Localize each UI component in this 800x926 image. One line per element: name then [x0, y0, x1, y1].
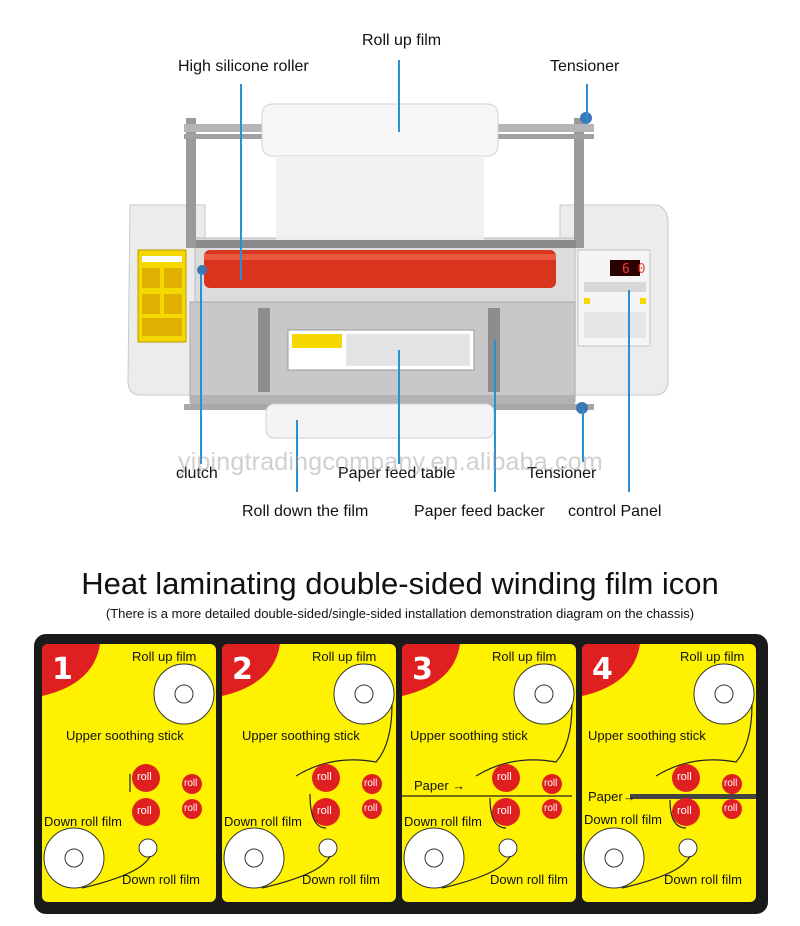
panel-roll-label: roll — [317, 771, 332, 783]
control-panel-display: 6 0 — [622, 262, 646, 277]
panel-down-roll-left: Down roll film — [224, 814, 303, 829]
winding-panel-3: 3 Roll up film Upper soothing stick Pape… — [402, 644, 576, 902]
panel-down-roll-bottom: Down roll film — [664, 872, 743, 887]
label-roll-down-film: Roll down the film — [242, 503, 369, 520]
panel-down-roll-bottom: Down roll film — [302, 872, 381, 887]
lead-clutch — [200, 272, 202, 464]
lead-control-panel — [628, 290, 630, 492]
panel-roll-label: roll — [137, 771, 152, 783]
panel-stick-label: Upper soothing stick — [410, 728, 528, 743]
panel-stick-label: Upper soothing stick — [66, 728, 184, 743]
panel-down-roll-left: Down roll film — [584, 812, 663, 827]
panel-paper-label: Paper → — [414, 778, 466, 793]
winding-panel-4: 4 Roll up film Upper soothing stick Pape… — [582, 644, 756, 902]
panel-roll-label: roll — [364, 778, 378, 789]
label-paper-feed-backer: Paper feed backer — [414, 503, 545, 520]
panel-1-diagram — [42, 644, 215, 889]
page-headline: Heat laminating double-sided winding fil… — [81, 566, 719, 601]
panel-roll-up-label: Roll up film — [680, 649, 745, 664]
lead-roll-up — [398, 60, 400, 132]
label-roll-up-film: Roll up film — [362, 32, 442, 49]
panel-2-diagram — [222, 644, 395, 889]
winding-panel-1: 1 Roll up film Upper soothing stick roll… — [42, 644, 216, 902]
winding-panel-2: 2 Roll up film Upper soothing stick roll… — [222, 644, 396, 902]
panel-number: 2 — [232, 652, 253, 687]
panel-number: 1 — [52, 652, 73, 687]
panel-roll-up-label: Roll up film — [492, 649, 557, 664]
panel-roll-label: roll — [544, 778, 558, 789]
label-tensioner-bottom: Tensioner — [527, 465, 597, 482]
panel-roll-label: roll — [544, 803, 558, 814]
panel-roll-label: roll — [317, 805, 332, 817]
panel-roll-label: roll — [137, 805, 152, 817]
panel-roll-up-label: Roll up film — [312, 649, 377, 664]
panel-paper-label: Paper→ — [588, 789, 636, 804]
laminator-illustration — [127, 103, 669, 439]
panel-stick-label: Upper soothing stick — [588, 728, 706, 743]
panel-roll-label: roll — [497, 805, 512, 817]
panel-roll-label: roll — [497, 771, 512, 783]
watermark: yipingtradingcompany.en.alibaba.com — [178, 448, 603, 476]
label-high-silicone-roller: High silicone roller — [178, 58, 309, 75]
panel-3-diagram — [402, 644, 575, 889]
panel-down-roll-left: Down roll film — [44, 814, 123, 829]
lead-silicone — [240, 84, 242, 280]
panel-number: 4 — [592, 652, 613, 687]
panel-roll-label: roll — [184, 803, 198, 814]
panel-roll-up-label: Roll up film — [132, 649, 197, 664]
panel-roll-label: roll — [677, 771, 692, 783]
page-subline: (There is a more detailed double-sided/s… — [105, 606, 695, 621]
panel-roll-label: roll — [724, 778, 738, 789]
label-tensioner-top: Tensioner — [550, 58, 620, 75]
panel-roll-label: roll — [364, 803, 378, 814]
panel-roll-label: roll — [677, 805, 692, 817]
lead-feed-table — [398, 350, 400, 464]
label-control-panel: control Panel — [568, 503, 662, 520]
lead-feed-backer — [494, 340, 496, 492]
lead-tensioner-bottom — [582, 410, 584, 462]
lead-tensioner-top — [586, 84, 588, 124]
panel-down-roll-bottom: Down roll film — [122, 872, 201, 887]
panel-down-roll-bottom: Down roll film — [490, 872, 569, 887]
label-paper-feed-table: Paper feed table — [338, 465, 456, 482]
panel-roll-label: roll — [724, 803, 738, 814]
panel-roll-label: roll — [184, 778, 198, 789]
lead-roll-down — [296, 420, 298, 492]
panel-number: 3 — [412, 652, 433, 687]
panel-stick-label: Upper soothing stick — [242, 728, 360, 743]
label-clutch: clutch — [176, 465, 218, 482]
panel-down-roll-left: Down roll film — [404, 814, 483, 829]
panel-4-diagram — [582, 644, 756, 889]
